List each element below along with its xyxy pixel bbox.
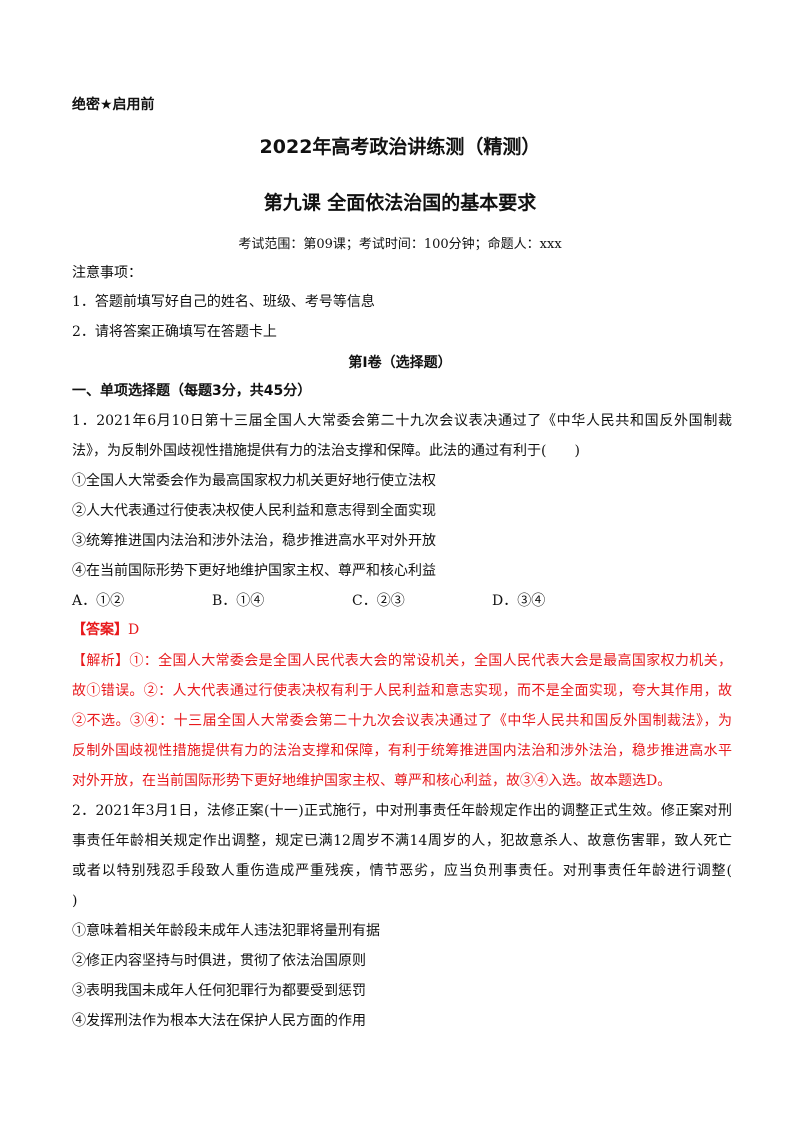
section-title: 一、单项选择题（每题3分，共45分） [72, 383, 312, 399]
page-title: 2022年高考政治讲练测（精测） [259, 136, 541, 158]
option-a: A．①② [72, 593, 125, 609]
statement-item: ③表明我国未成年人任何犯罪行为都要受到惩罚 [72, 983, 366, 999]
answer-label: 【答案】 [72, 622, 128, 638]
analysis-line: 反制外国歧视性措施提供有力的法治支撑和保障，有利于统筹推进国内法治和涉外法治，稳… [72, 743, 732, 759]
analysis-line: 【解析】①：全国人大常委会是全国人民代表大会的常设机关，全国人民代表大会是最高国… [72, 653, 732, 669]
question-stem-line: 事责任年龄相关规定作出调整，规定已满12周岁不满14周岁的人，犯故意杀人、故意伤… [72, 833, 732, 849]
exam-info: 考试范围：第09课；考试时间：100分钟；命题人：xxx [238, 237, 562, 252]
question-stem-line: ) [72, 893, 78, 909]
statement-item: ①全国人大常委会作为最高国家权力机关更好地行使立法权 [72, 473, 436, 489]
answer-line: 【答案】D [72, 620, 732, 640]
question-stem-line: 或者以特别残忍手段致人重伤造成严重残疾，情节恶劣，应当负刑事责任。对刑事责任年龄… [72, 863, 732, 879]
statement-item: ④发挥刑法作为根本大法在保护人民方面的作用 [72, 1013, 366, 1029]
volume-title: 第I卷（选择题） [348, 355, 452, 371]
analysis-line: 对外开放，在当前国际形势下更好地维护国家主权、尊严和核心利益，故③④入选。故本题… [72, 773, 672, 789]
statement-item: ②修正内容坚持与时俱进，贯彻了依法治国原则 [72, 953, 366, 969]
option-d: D．③④ [492, 593, 546, 609]
option-b: B．①④ [212, 593, 265, 609]
secret-label: 绝密★启用前 [72, 97, 155, 113]
option-c: C．②③ [352, 593, 405, 609]
notice-item: 2．请将答案正确填写在答题卡上 [72, 324, 277, 340]
statement-item: ①意味着相关年龄段未成年人违法犯罪将量刑有据 [72, 923, 380, 939]
statement-item: ④在当前国际形势下更好地维护国家主权、尊严和核心利益 [72, 563, 436, 579]
statement-item: ②人大代表通过行使表决权使人民利益和意志得到全面实现 [72, 503, 436, 519]
notice-item: 1．答题前填写好自己的姓名、班级、考号等信息 [72, 294, 375, 310]
question-stem-line: 1．2021年6月10日第十三届全国人大常委会第二十九次会议表决通过了《中华人民… [72, 413, 732, 429]
question-stem-line: 法》，为反制外国歧视性措施提供有力的法治支撑和保障。此法的通过有利于( ) [72, 443, 580, 459]
lesson-title: 第九课 全面依法治国的基本要求 [263, 192, 537, 214]
analysis-line: ②不选。③④：十三届全国人大常委会第二十九次会议表决通过了《中华人民共和国反外国… [72, 713, 732, 729]
statement-item: ③统筹推进国内法治和涉外法治，稳步推进高水平对外开放 [72, 533, 436, 549]
answer-value: D [128, 622, 140, 638]
answer-options: A．①② B．①④ C．②③ D．③④ [72, 590, 732, 610]
analysis-line: 故①错误。②：人大代表通过行使表决权有利于人民利益和意志实现，而不是全面实现，夸… [72, 683, 732, 699]
question-stem-line: 2．2021年3月1日，法修正案(十一)正式施行，中对刑事责任年龄规定作出的调整… [72, 803, 732, 819]
notice-heading: 注意事项： [72, 265, 142, 281]
